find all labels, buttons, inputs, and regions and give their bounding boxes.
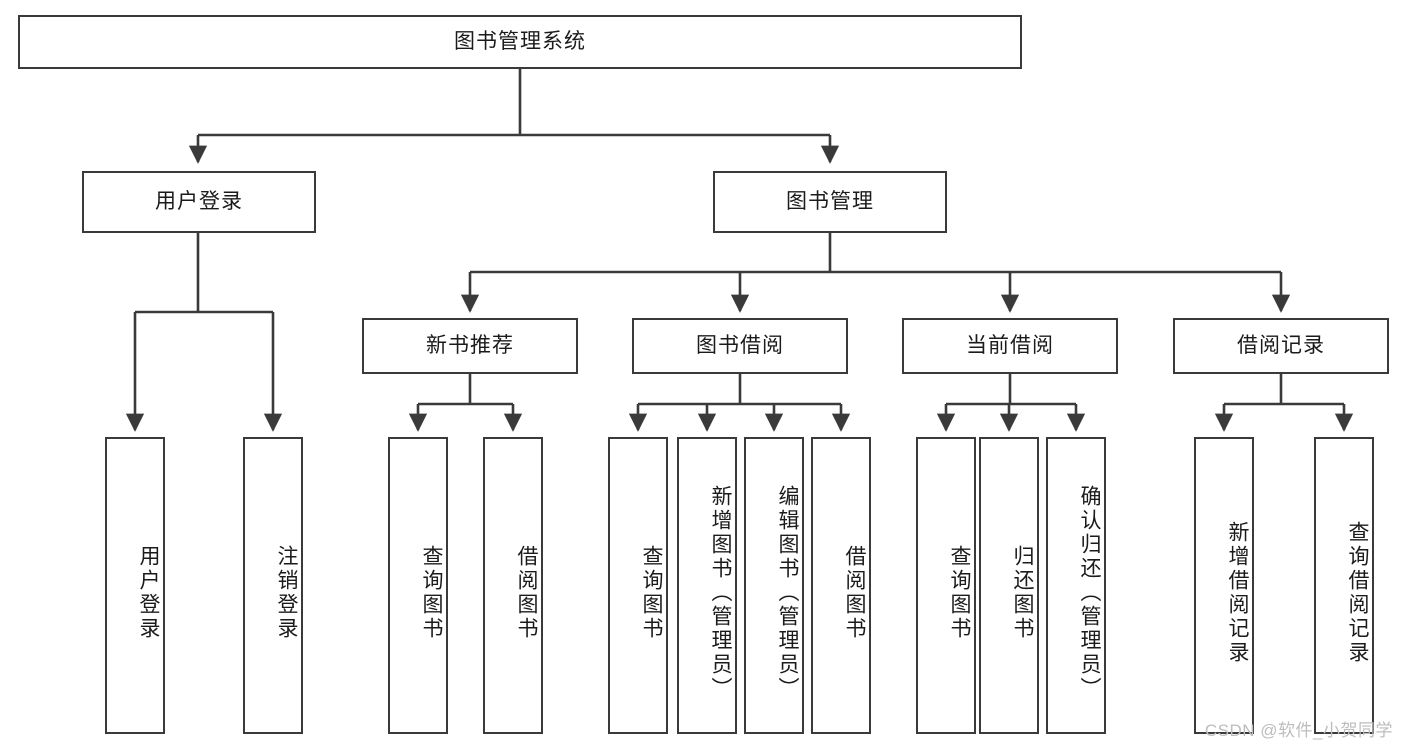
leaf-current-confirm-return-label: 确认归还（管理员） <box>1078 484 1101 701</box>
node-current-borrow[interactable]: 当前借阅 <box>902 318 1118 374</box>
node-new-book-recommend[interactable]: 新书推荐 <box>362 318 578 374</box>
node-book-management[interactable]: 图书管理 <box>713 171 947 233</box>
leaf-borrow-add-book[interactable]: 新增图书（管理员） <box>677 437 737 734</box>
leaf-borrow-query-book-label: 查询图书 <box>640 544 663 641</box>
leaf-new-borrow-book-label: 借阅图书 <box>515 544 538 641</box>
node-book-borrow-label: 图书借阅 <box>696 334 784 358</box>
node-borrow-records[interactable]: 借阅记录 <box>1173 318 1389 374</box>
node-root-label: 图书管理系统 <box>454 30 586 54</box>
leaf-current-return-book[interactable]: 归还图书 <box>979 437 1039 734</box>
leaf-borrow-query-book[interactable]: 查询图书 <box>608 437 668 734</box>
leaf-new-query-book-label: 查询图书 <box>420 544 443 641</box>
leaf-new-borrow-book[interactable]: 借阅图书 <box>483 437 543 734</box>
node-root[interactable]: 图书管理系统 <box>18 15 1022 69</box>
node-current-borrow-label: 当前借阅 <box>966 334 1054 358</box>
leaf-new-query-book[interactable]: 查询图书 <box>388 437 448 734</box>
leaf-user-logout-label: 注销登录 <box>275 544 298 641</box>
node-book-management-label: 图书管理 <box>786 190 874 214</box>
leaf-user-logout[interactable]: 注销登录 <box>243 437 303 734</box>
leaf-current-query-book[interactable]: 查询图书 <box>916 437 976 734</box>
leaf-record-query[interactable]: 查询借阅记录 <box>1314 437 1374 734</box>
leaf-current-return-book-label: 归还图书 <box>1011 544 1034 641</box>
leaf-borrow-edit-book[interactable]: 编辑图书（管理员） <box>744 437 804 734</box>
leaf-record-add-label: 新增借阅记录 <box>1226 520 1249 665</box>
leaf-user-login-label: 用户登录 <box>137 544 160 641</box>
leaf-current-query-book-label: 查询图书 <box>948 544 971 641</box>
node-book-borrow[interactable]: 图书借阅 <box>632 318 848 374</box>
node-new-book-recommend-label: 新书推荐 <box>426 334 514 358</box>
leaf-borrow-lend-book[interactable]: 借阅图书 <box>811 437 871 734</box>
leaf-user-login[interactable]: 用户登录 <box>105 437 165 734</box>
leaf-current-confirm-return[interactable]: 确认归还（管理员） <box>1046 437 1106 734</box>
leaf-borrow-edit-book-label: 编辑图书（管理员） <box>776 484 799 701</box>
node-borrow-records-label: 借阅记录 <box>1237 334 1325 358</box>
node-user-login[interactable]: 用户登录 <box>82 171 316 233</box>
leaf-borrow-add-book-label: 新增图书（管理员） <box>709 484 732 701</box>
node-user-login-label: 用户登录 <box>155 190 243 214</box>
leaf-record-add[interactable]: 新增借阅记录 <box>1194 437 1254 734</box>
leaf-borrow-lend-book-label: 借阅图书 <box>843 544 866 641</box>
watermark: CSDN @软件_小贺同学 <box>1204 721 1393 740</box>
leaf-record-query-label: 查询借阅记录 <box>1346 520 1369 665</box>
